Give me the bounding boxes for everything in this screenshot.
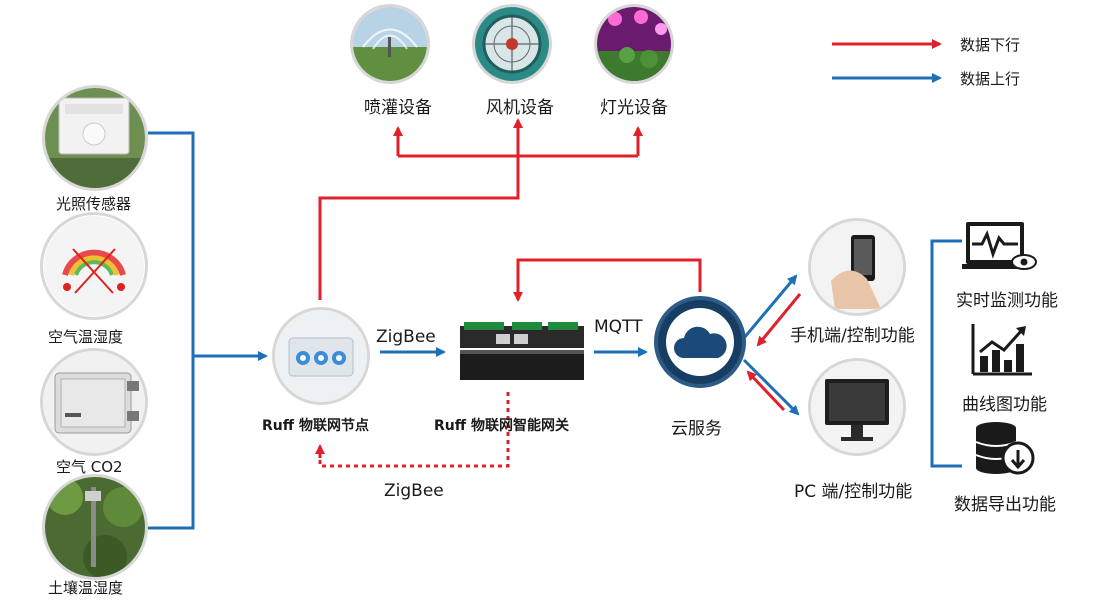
legend-down-label: 数据下行 xyxy=(960,36,1021,54)
legend-up-label: 数据上行 xyxy=(960,70,1021,88)
cloud-service-image xyxy=(654,296,746,388)
air-humidity-sensor-image xyxy=(40,212,148,320)
link-label-zigbee-back: ZigBee xyxy=(384,481,444,501)
link-label-mqtt: MQTT xyxy=(594,317,643,337)
sensor-label-co2: 空气 CO2 xyxy=(56,458,123,476)
monitor-icon xyxy=(962,222,1037,270)
gateway-node-dotted-line xyxy=(318,392,510,468)
device-label-fan: 风机设备 xyxy=(486,98,554,118)
co2-sensor-image xyxy=(40,348,148,456)
fan-device-image xyxy=(472,4,552,84)
features-bracket xyxy=(930,239,962,468)
client-label-mobile: 手机端/控制功能 xyxy=(790,326,915,346)
database-export-icon xyxy=(975,422,1035,475)
sprinkler-device-image xyxy=(350,4,430,84)
sensor-label-light: 光照传感器 xyxy=(56,195,132,213)
light-sensor-image xyxy=(42,85,148,191)
mobile-client-image xyxy=(808,218,906,316)
feature-label-curve: 曲线图功能 xyxy=(962,395,1047,415)
cloud-gateway-line xyxy=(513,258,702,302)
lamp-device-image xyxy=(594,4,674,84)
chart-icon xyxy=(971,324,1032,376)
cloud-label: 云服务 xyxy=(671,419,722,439)
sensor-bus xyxy=(148,131,268,530)
pc-client-image xyxy=(808,358,906,456)
sensor-label-soil: 土壤温湿度 xyxy=(48,579,124,597)
soil-sensor-image xyxy=(42,474,148,580)
sensor-label-air: 空气温湿度 xyxy=(48,328,124,346)
feature-label-monitor: 实时监测功能 xyxy=(956,291,1058,311)
device-label-sprinkler: 喷灌设备 xyxy=(364,98,432,118)
gateway-label: Ruff 物联网智能网关 xyxy=(434,418,569,434)
link-label-zigbee: ZigBee xyxy=(376,327,436,347)
client-label-pc: PC 端/控制功能 xyxy=(794,482,913,502)
device-control-lines xyxy=(318,118,643,300)
device-label-lamp: 灯光设备 xyxy=(600,98,668,118)
ruff-gateway-image xyxy=(460,322,584,380)
ruff-node-image xyxy=(272,307,370,405)
feature-label-export: 数据导出功能 xyxy=(954,495,1056,515)
node-label: Ruff 物联网节点 xyxy=(262,418,369,434)
cloud-icon xyxy=(674,326,727,358)
